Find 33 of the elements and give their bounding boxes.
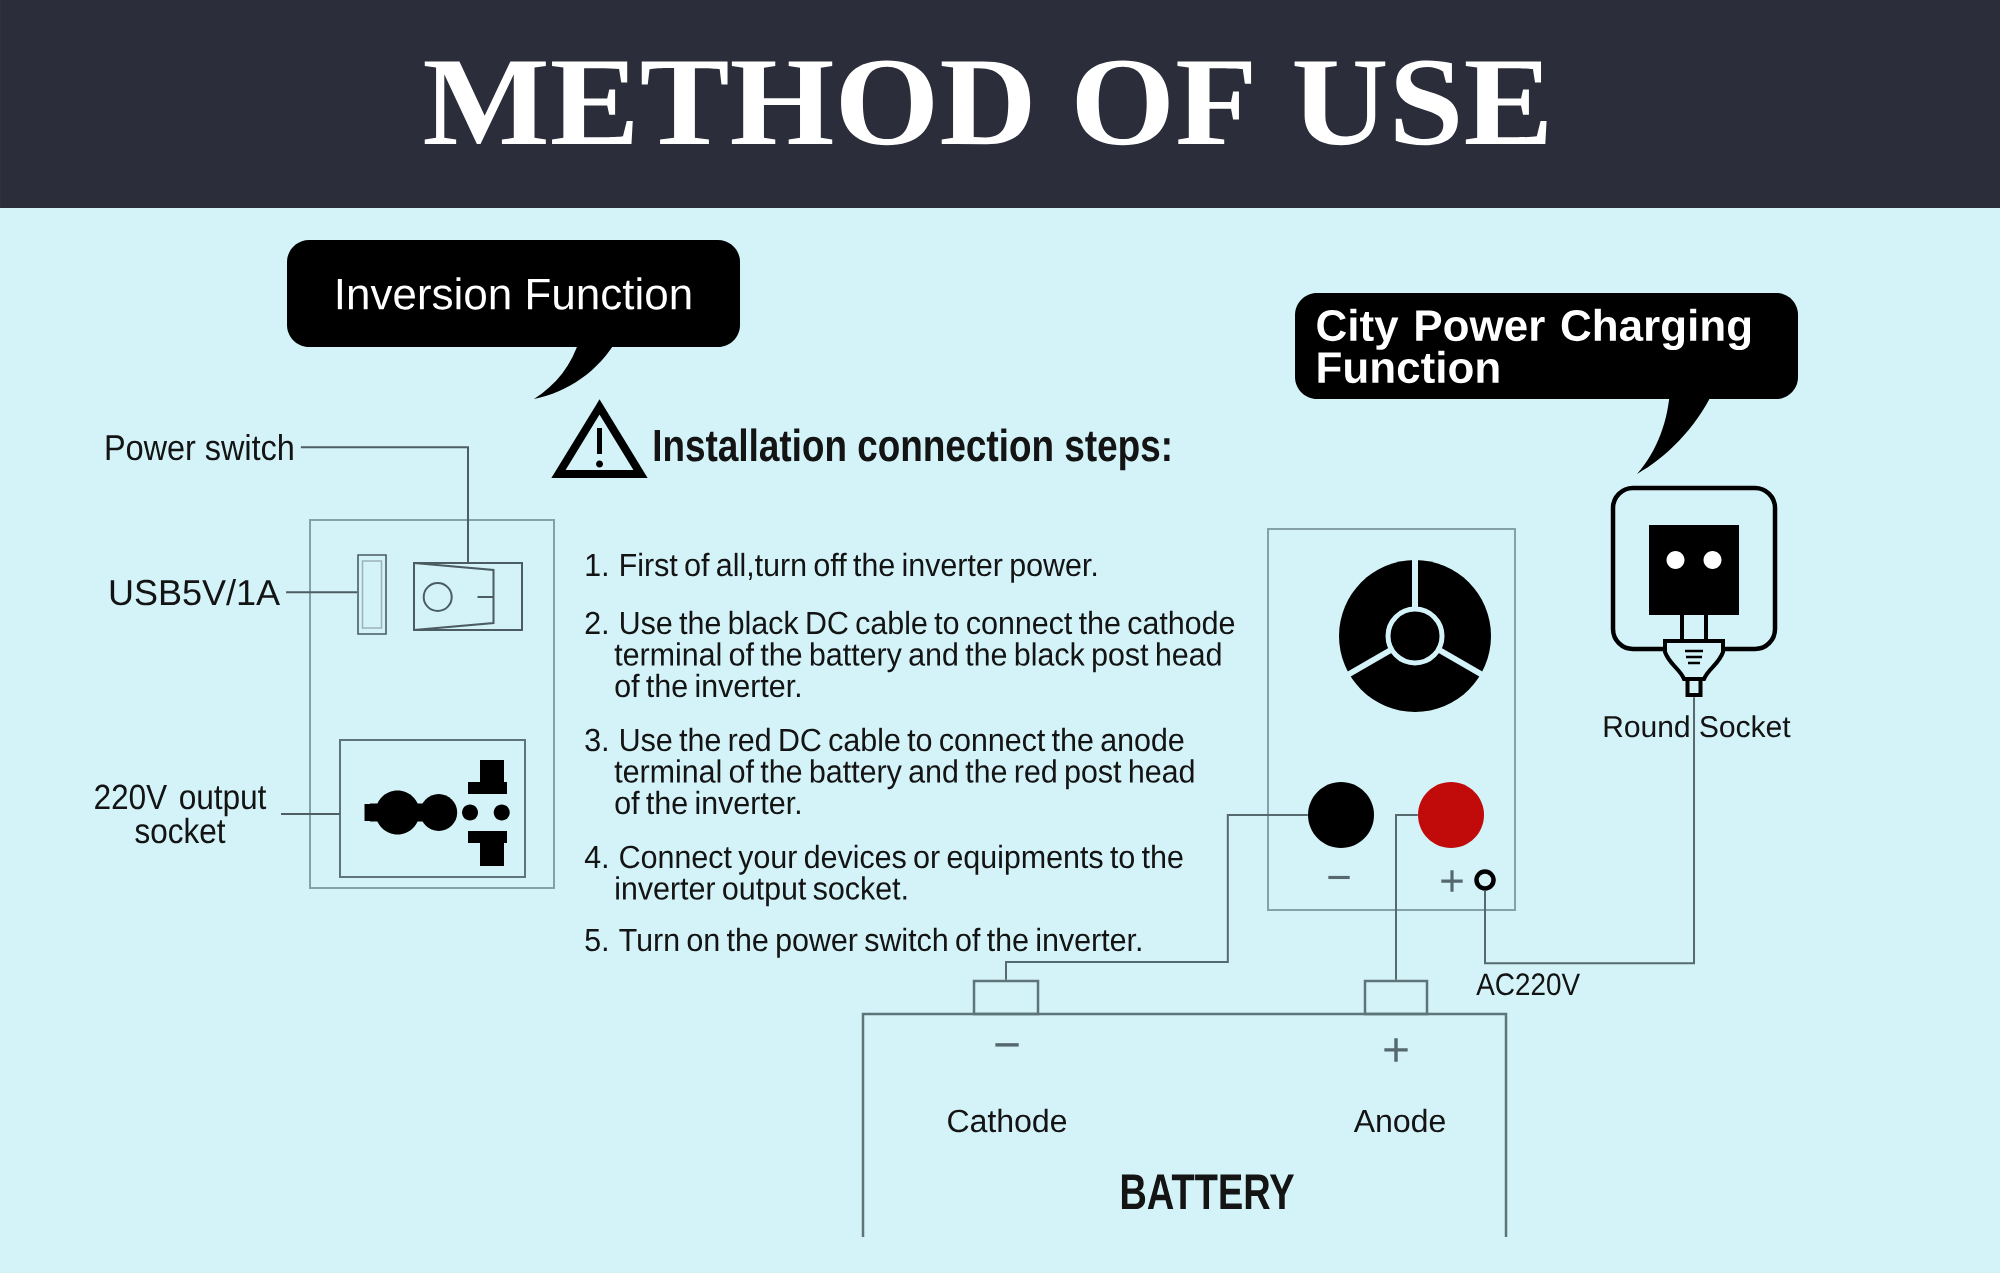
cable xyxy=(1484,696,1695,965)
step-text: 4. Connect your devices or equipments to the inverter output socket. xyxy=(584,844,1183,907)
leader-line xyxy=(280,812,341,815)
polarity-sign: + xyxy=(1441,870,1463,892)
terminal-label: Cathode xyxy=(948,1108,1067,1133)
leader-line xyxy=(285,591,359,594)
step-text: 2. Use the black DC cable to connect the cathode terminal of the battery and the black post head of the inverter. xyxy=(585,610,1235,698)
polarity-sign: − xyxy=(995,1043,1019,1047)
step-text: 1. First of all,turn off the inverter power. xyxy=(586,552,1097,583)
part-label: USB5V/1A xyxy=(110,578,280,606)
rocker-switch xyxy=(413,562,523,631)
step-text: 3. Use the red DC cable to connect the anode terminal of the battery and the red post head of the inverter. xyxy=(585,727,1194,815)
part-label: Round Socket xyxy=(1604,715,1791,738)
speech-bubble: City Power Charging Function xyxy=(1295,293,1798,474)
usb-port xyxy=(357,554,387,635)
battery-terminal xyxy=(972,979,1040,1016)
title-banner: METHOD OF USE xyxy=(0,0,2000,208)
polarity-sign: − xyxy=(1328,875,1350,880)
terminal-label: Anode xyxy=(1353,1108,1445,1133)
terminal-ring xyxy=(1474,869,1496,891)
part-label: Power switch xyxy=(106,433,293,461)
battery-terminal xyxy=(1363,979,1429,1016)
edge-label: AC220V xyxy=(1474,971,1583,998)
cable xyxy=(1005,814,1309,981)
cable xyxy=(1395,814,1419,981)
part-label: 220V output socket xyxy=(95,784,267,844)
step-text: 5. Turn on the power switch of the inverter. xyxy=(585,927,1141,958)
battery-label: BATTERY xyxy=(1121,1174,1294,1209)
speech-bubble: Inversion Function xyxy=(287,240,740,399)
leader-line xyxy=(299,446,469,564)
outlet-socket xyxy=(339,739,526,878)
polarity-sign: + xyxy=(1384,1038,1408,1062)
section-heading: Installation connection steps: xyxy=(654,428,1170,471)
